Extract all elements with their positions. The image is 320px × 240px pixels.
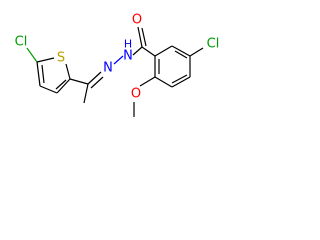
bond-c4-c5-inner bbox=[41, 64, 45, 84]
bond-c2-c3 bbox=[56, 78, 71, 94]
atom-o-methoxy: O bbox=[131, 87, 141, 102]
bond-c5-s bbox=[36, 57, 55, 63]
atom-n-imine: N bbox=[103, 61, 113, 76]
atom-h-hydrazide: H bbox=[124, 38, 132, 51]
bond-c-o bbox=[137, 26, 143, 48]
bond-ccarbonyl-c1 bbox=[141, 46, 156, 57]
bond-nh-ccarbonyl bbox=[132, 46, 143, 56]
bond-cimine-n bbox=[87, 71, 102, 85]
bond-cimine-n-inner bbox=[90, 76, 104, 89]
bond-cimine-methyl bbox=[83, 83, 89, 104]
atom-cl-benzene: Cl bbox=[207, 37, 220, 52]
bond-b6-o bbox=[139, 76, 156, 87]
molecule-canvas: Cl S N N H O Cl O bbox=[0, 0, 244, 141]
bond-c4-c5 bbox=[36, 61, 41, 87]
bond-c2-cimine bbox=[69, 78, 89, 85]
atom-cl-thiophene: Cl bbox=[15, 35, 28, 50]
bond-b2-b3-inner bbox=[174, 50, 188, 59]
bond-s-c2 bbox=[65, 63, 71, 80]
bond-b4-b5 bbox=[171, 76, 191, 88]
bond-b5-b6 bbox=[154, 76, 173, 88]
bond-c2-c3-inner bbox=[55, 79, 67, 90]
atom-n-hydrazide: N bbox=[123, 49, 133, 64]
bond-b1-b2 bbox=[154, 45, 173, 57]
atom-s-thiophene: S bbox=[57, 51, 65, 66]
bond-c3-c4 bbox=[39, 85, 58, 94]
molecule-structure: Cl S N N H O Cl O bbox=[15, 13, 220, 117]
atom-o-carbonyl: O bbox=[132, 13, 142, 28]
bond-n-n bbox=[113, 55, 124, 65]
bond-cl-c5 bbox=[26, 47, 38, 63]
bond-c-o-inner bbox=[141, 27, 147, 47]
bond-b4-b5-inner bbox=[171, 74, 188, 84]
bond-b2-b3 bbox=[171, 45, 191, 57]
bond-b3-cl bbox=[189, 47, 204, 57]
